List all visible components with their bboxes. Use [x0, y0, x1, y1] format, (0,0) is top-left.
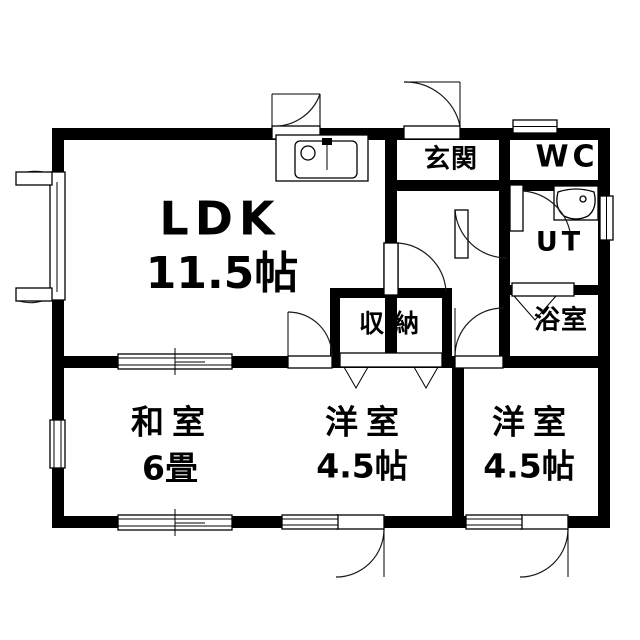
label-shuunou: 収納: [359, 309, 429, 338]
wash-basin: [553, 185, 599, 221]
label-youshitsu1-area: 4.5帖: [316, 447, 407, 486]
wall-genkan-right: [499, 128, 510, 191]
youshitsu1-door[interactable]: [335, 514, 385, 578]
ut-hall-door[interactable]: [454, 209, 508, 259]
entrance-door[interactable]: [403, 81, 461, 140]
youshitsu2-hall-door[interactable]: [454, 307, 504, 369]
label-ldk-area: 11.5帖: [146, 248, 299, 299]
label-washitsu-name: 和室: [131, 403, 213, 442]
room-labels: LDK 11.5帖 和室 6畳 洋室 4.5帖 洋室 4.5帖 玄関 WC UT…: [131, 140, 598, 488]
wall-closet-right: [442, 288, 452, 360]
label-youshitsu1-name: 洋室: [325, 403, 407, 442]
youshitsu1-hall-door[interactable]: [287, 311, 333, 369]
wall-wet-block-left: [499, 191, 510, 368]
closet-hall-door[interactable]: [383, 242, 399, 296]
label-youshitsu2-name: 洋室: [492, 403, 574, 442]
wall-genkan-bottom: [397, 180, 510, 191]
label-ut: UT: [536, 227, 584, 258]
label-yokushitsu: 浴室: [534, 305, 588, 336]
youshitsu1-window[interactable]: [281, 514, 339, 530]
closet-door[interactable]: [339, 352, 443, 390]
wc-window[interactable]: [512, 119, 558, 134]
washitsu-window-left[interactable]: [49, 419, 66, 469]
youshitsu2-window[interactable]: [465, 514, 523, 530]
washitsu-window-bottom[interactable]: [117, 509, 233, 536]
wc-door[interactable]: [509, 184, 572, 240]
ut-window[interactable]: [599, 195, 614, 241]
ldk-french-door[interactable]: [15, 170, 66, 304]
bath-door[interactable]: [511, 282, 575, 321]
label-ldk-name: LDK: [159, 192, 280, 246]
label-genkan: 玄関: [424, 144, 478, 175]
label-wc: WC: [535, 140, 598, 175]
washitsu-fusuma-top[interactable]: [117, 348, 233, 375]
wall-between-bedrooms: [452, 356, 464, 528]
label-youshitsu2-area: 4.5帖: [483, 447, 574, 486]
label-washitsu-area: 6畳: [142, 449, 198, 488]
youshitsu2-door[interactable]: [519, 514, 569, 578]
kitchen-sink: [275, 134, 369, 182]
wall-closet-left: [330, 288, 340, 360]
